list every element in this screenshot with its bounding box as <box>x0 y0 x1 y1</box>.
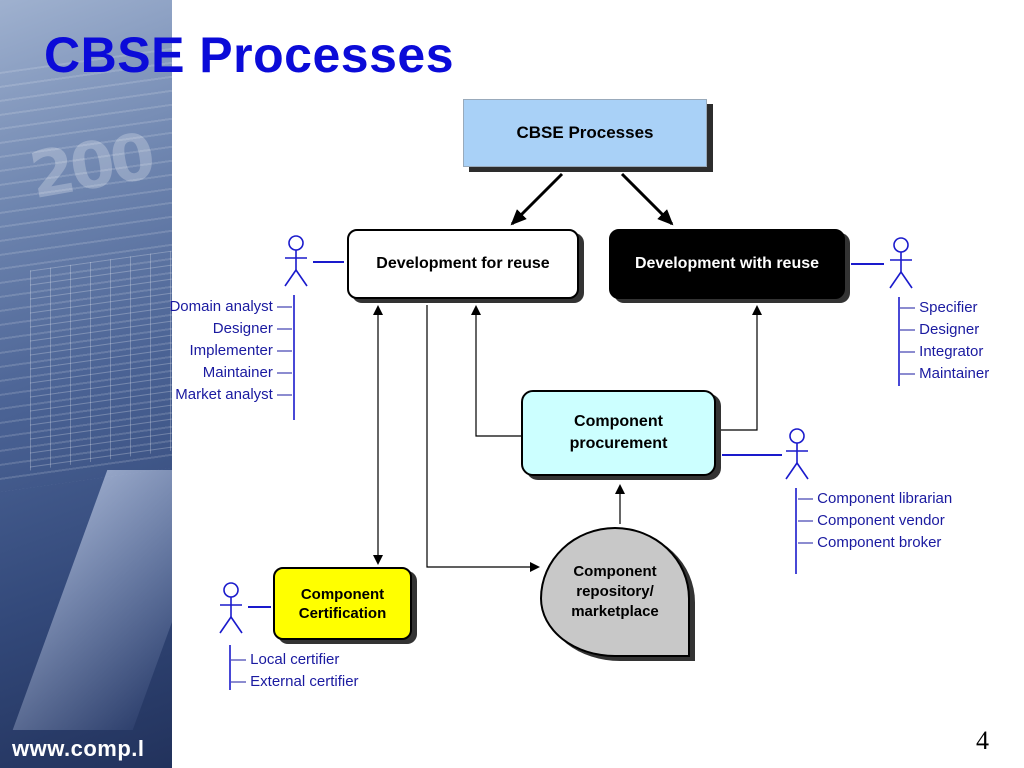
actor-dev-with-reuse-icon <box>851 237 913 386</box>
component-procurement-box: Component procurement <box>521 390 716 476</box>
role-item: — External certifier <box>231 673 359 690</box>
role-item: Maintainer — <box>202 364 292 381</box>
role-item: Implementer — <box>189 342 292 359</box>
procurement-line-2: procurement <box>569 435 668 452</box>
procurement-line-1: Component <box>574 413 663 430</box>
development-for-reuse-box: Development for reuse <box>347 229 579 299</box>
certification-roles: — Local certifier — External certifier <box>231 651 359 695</box>
repository-line-3: marketplace <box>571 603 659 620</box>
component-certification-box: Component Certification <box>273 567 412 640</box>
repository-line-2: repository/ <box>576 583 654 600</box>
arrow-devfor-to-repository <box>426 305 540 572</box>
role-item: — Integrator <box>900 343 984 360</box>
arrow-procurement-to-devwith <box>720 305 762 431</box>
role-item: Designer — <box>212 320 292 337</box>
cbse-processes-box: CBSE Processes <box>463 99 707 167</box>
component-repository-box: Component repository/ marketplace <box>540 527 690 657</box>
actor-procurement-icon <box>722 428 809 574</box>
slide-title: CBSE Processes <box>44 27 455 83</box>
development-with-reuse-box: Development with reuse <box>609 229 845 299</box>
dev-for-reuse-roles: Domain analyst — Designer — Implementer … <box>150 298 292 408</box>
actor-certification-icon <box>219 582 271 690</box>
role-item: — Local certifier <box>231 651 340 668</box>
role-item: — Component librarian <box>798 490 953 507</box>
procurement-roles: — Component librarian — Component vendor… <box>798 490 952 556</box>
actor-dev-for-reuse-icon <box>284 235 344 420</box>
certification-line-2: Certification <box>298 604 387 622</box>
decorative-sidebar: 200 www.comp.l <box>0 0 172 768</box>
footer-url[interactable]: www.comp.l <box>12 736 145 761</box>
certification-line-1: Component <box>300 585 385 603</box>
role-item: — Component vendor <box>798 512 945 529</box>
role-item: Market analyst — <box>175 386 292 403</box>
page-number: 4 <box>976 726 989 755</box>
role-item: — Specifier <box>900 299 978 316</box>
role-item: Domain analyst — <box>169 298 292 315</box>
role-item: — Maintainer <box>900 365 990 382</box>
arrow-procurement-to-devfor <box>471 305 521 437</box>
dev-with-reuse-roles: — Specifier — Designer — Integrator — Ma… <box>900 299 989 387</box>
repository-line-1: Component <box>573 563 657 580</box>
role-item: — Designer <box>900 321 980 338</box>
role-item: — Component broker <box>798 534 942 551</box>
arrow-root-to-dev-for-reuse <box>510 172 564 226</box>
arrow-root-to-dev-with-reuse <box>620 172 674 226</box>
